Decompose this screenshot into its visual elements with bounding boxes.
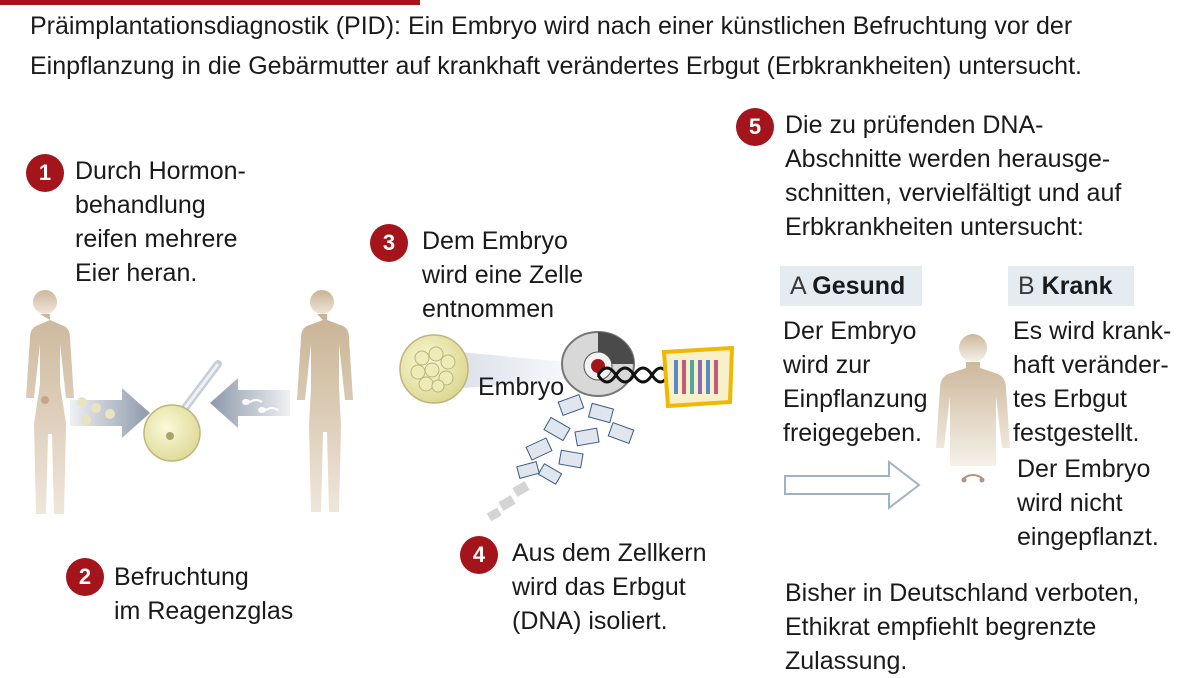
step-1-line: behandlung (75, 191, 206, 219)
step-5-line: Erbkrankheiten untersucht: (785, 213, 1084, 241)
title-accent-bar (0, 0, 420, 5)
woman-figure-icon (26, 290, 74, 514)
step-3-badge: 3 (370, 224, 408, 262)
outcome-a-line: freigegeben. (783, 419, 923, 447)
eggs-arrow-icon (70, 388, 150, 438)
footer-line: Bisher in Deutschland verboten, (785, 579, 1140, 607)
outcome-b-line: Der Embryo (1017, 455, 1151, 483)
outcome-b-heading: B Krank (1008, 266, 1134, 306)
outcome-a-letter: A (790, 272, 806, 300)
ovary-icon (41, 396, 49, 404)
outcome-a-line: Einpflanzung (783, 385, 928, 413)
step-5-line: Abschnitte werden herausge- (785, 145, 1111, 173)
step-4-line: wird das Erbgut (512, 573, 686, 601)
dna-fragments-icon (486, 394, 635, 522)
footer-line: Zulassung. (785, 647, 908, 675)
outcome-b-word: Krank (1041, 272, 1113, 300)
dna-helix-icon (596, 366, 668, 384)
footer-note: Bisher in Deutschland verboten, Ethikrat… (785, 576, 1139, 678)
implant-arrow-icon (784, 459, 921, 511)
step-1-text: Durch Hormon- behandlung reifen mehrere … (75, 154, 246, 290)
sperm-arrow-icon (210, 378, 290, 428)
outcome-a-line: Der Embryo (783, 317, 917, 345)
step-4-line: (DNA) isoliert. (512, 607, 668, 635)
step-2-line: im Reagenzglas (114, 597, 294, 625)
outcome-a-word: Gesund (812, 272, 906, 300)
step-4-badge: 4 (460, 536, 498, 574)
step-1-line: reifen mehrere (75, 225, 238, 253)
step-3-text: Dem Embryo wird eine Zelle entnommen (422, 224, 583, 326)
step-5-line: schnitten, vervielfältigt und auf (785, 179, 1122, 207)
dna-sample-icon (661, 346, 735, 408)
intro-text: Präimplantationsdiagnostik (PID): Ein Em… (30, 12, 1082, 80)
outcome-a-text: Der Embryo wird zur Einpflanzung freigeg… (783, 314, 928, 450)
outcome-b-line: festgestellt. (1013, 419, 1140, 447)
step-5-badge: 5 (736, 108, 774, 146)
step-4-line: Aus dem Zellkern (512, 539, 707, 567)
step-3-line: wird eine Zelle (422, 261, 584, 289)
outcome-b-text: Es wird krank- haft veränder- tes Erbgut… (1013, 314, 1171, 450)
cell-nucleus-icon (561, 331, 635, 397)
step-3-line: entnommen (422, 295, 555, 323)
outcome-b-line: haft veränder- (1013, 351, 1169, 379)
step-1-line: Eier heran. (75, 259, 198, 287)
step-1-line: Durch Hormon- (75, 157, 246, 185)
outcome-a-heading: A Gesund (780, 266, 922, 306)
outcome-b-line: Es wird krank- (1013, 317, 1172, 345)
step-1-badge: 1 (26, 154, 64, 192)
outcome-b-line: wird nicht (1017, 489, 1123, 517)
uterus-icon (963, 474, 983, 479)
female-torso-icon (936, 334, 1010, 483)
step-5-text: Die zu prüfenden DNA- Abschnitte werden … (785, 108, 1121, 244)
step-5-line: Die zu prüfenden DNA- (785, 111, 1044, 139)
outcome-b-text-2: Der Embryo wird nicht eingepflanzt. (1017, 452, 1159, 554)
outcome-b-line: tes Erbgut (1013, 385, 1127, 413)
step-2-line: Befruchtung (114, 563, 249, 591)
outcome-b-letter: B (1018, 272, 1035, 300)
outcome-b-line: eingepflanzt. (1017, 523, 1159, 551)
step-2-badge: 2 (66, 558, 104, 596)
step-3-line: Dem Embryo (422, 227, 568, 255)
outcome-a-line: wird zur (783, 351, 871, 379)
embryo-cells-icon (399, 334, 566, 404)
footer-line: Ethikrat empfiehlt begrenzte (785, 613, 1097, 641)
man-figure-icon (297, 290, 353, 512)
embryo-label: Embryo (478, 373, 565, 401)
step-4-text: Aus dem Zellkern wird das Erbgut (DNA) i… (512, 536, 707, 638)
fertilized-egg-icon (143, 360, 222, 462)
step-2-text: Befruchtung im Reagenzglas (114, 560, 293, 628)
